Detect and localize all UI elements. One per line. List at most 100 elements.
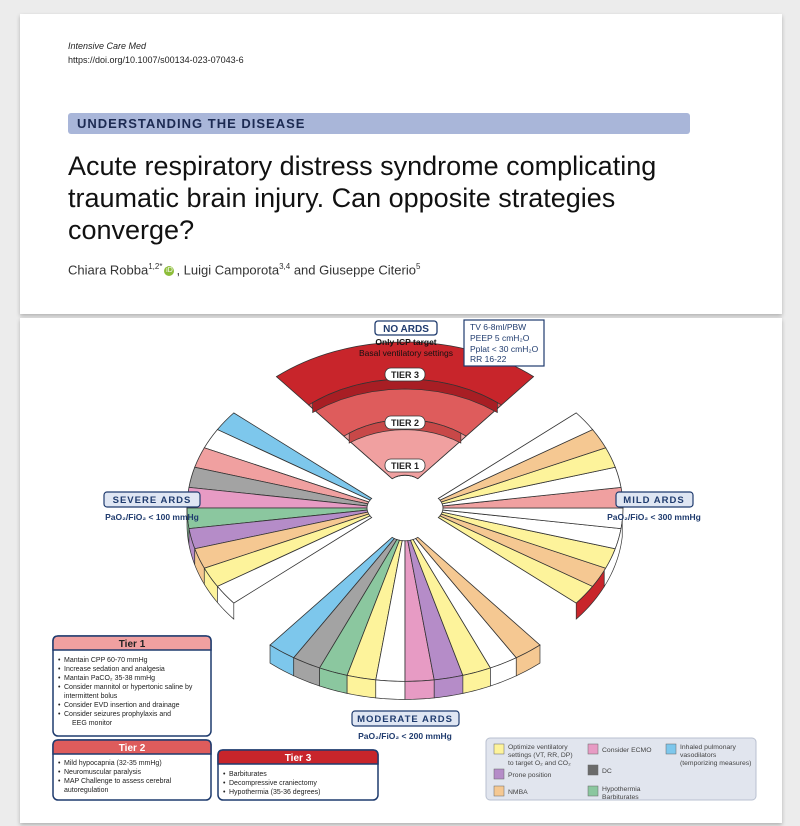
- bullet: •: [58, 769, 61, 776]
- journal-name: Intensive Care Med: [68, 41, 147, 51]
- moderate-ards-wall: [375, 679, 406, 700]
- legend-prone: Prone position: [508, 772, 552, 779]
- bullet: •: [58, 657, 61, 664]
- orcid-icon[interactable]: iD: [164, 265, 175, 276]
- section-banner-text: UNDERSTANDING THE DISEASE: [77, 116, 306, 131]
- tier1-items: •Mantain CPP 60-70 mmHg •Increase sedati…: [58, 657, 193, 727]
- legend-swatch-pink: [587, 743, 599, 755]
- article-header: [20, 14, 782, 314]
- tier1-title: Tier 1: [119, 639, 146, 650]
- mild-ards-criterion: PaO₂/FiO₂ < 300 mmHg: [607, 512, 701, 522]
- legend-swatch-green: [587, 785, 599, 797]
- tier1-item: Consider mannitol or hypertonic saline b…: [64, 684, 193, 691]
- tier2-item: MAP Challenge to assess cerebral: [64, 778, 172, 785]
- no-ards-label: NO ARDS: [383, 324, 429, 335]
- author-name[interactable]: and Giuseppe Citerio: [290, 262, 416, 278]
- legend-swatch-blue: [665, 743, 677, 755]
- bullet: •: [223, 780, 226, 787]
- no-ards-target: Only ICP target: [375, 337, 436, 347]
- moderate-ards-criterion: PaO₂/FiO₂ < 200 mmHg: [358, 731, 452, 741]
- tier2-header: [52, 739, 212, 755]
- tier-label: TIER 3: [391, 370, 419, 380]
- setting-pplat: Pplat < 30 cmH₂O: [470, 344, 539, 354]
- bullet: •: [58, 684, 61, 691]
- tier2-step: [312, 378, 498, 414]
- moderate-ards-badge: [351, 710, 460, 727]
- legend-optimize: settings (VT, RR, DP): [508, 752, 573, 759]
- setting-rr: RR 16-22: [470, 354, 507, 364]
- legend-dc: DC: [602, 768, 612, 775]
- mild-ards-badge: [615, 491, 694, 508]
- author-affiliation: 5: [415, 262, 421, 271]
- legend-items: Optimize ventilatory settings (VT, RR, D…: [493, 743, 751, 801]
- ventilation-settings-box: [463, 319, 545, 367]
- tier1-item: Increase sedation and analgesia: [64, 666, 165, 673]
- tier1-item: Consider EVD insertion and drainage: [64, 702, 180, 709]
- tier3-item: Hypothermia (35-36 degrees): [229, 789, 320, 796]
- setting-peep: PEEP 5 cmH₂O: [470, 333, 530, 343]
- author-name[interactable]: Chiara Robba: [68, 262, 149, 278]
- moderate-ards-label: MODERATE ARDS: [357, 714, 453, 725]
- bullet: •: [58, 702, 61, 709]
- author-list: Chiara Robba1,2*iD, Luigi Camporota3,4 a…: [68, 262, 420, 277]
- legend-optimize: to target O₂ and CO₂: [508, 760, 571, 767]
- tier2-item: autoregulation: [64, 787, 108, 794]
- tier1-item: EEG monitor: [72, 720, 113, 727]
- moderate-ards-wall: [404, 679, 435, 700]
- legend-swatch-gray: [587, 764, 599, 776]
- bullet: •: [58, 778, 61, 785]
- bullet: •: [58, 666, 61, 673]
- tier3-item: Decompressive craniectomy: [229, 780, 317, 787]
- tier3-item: Barbiturates: [229, 771, 267, 778]
- tier1-item: Consider seizures prophylaxis and: [64, 711, 171, 718]
- no-ards-badge: [374, 320, 438, 336]
- tier-badge: [384, 367, 426, 382]
- tier2-item: Neuromuscular paralysis: [64, 769, 142, 776]
- mild-ards-label: MILD ARDS: [623, 495, 684, 506]
- severe-ards-wall: [217, 585, 235, 620]
- author-affiliation: 3,4: [279, 262, 291, 271]
- tier3-items: •Barbiturates •Decompressive craniectomy…: [223, 771, 320, 796]
- mild-ards-segment: [437, 412, 594, 501]
- legend-inhaled: vasodilators: [680, 752, 717, 759]
- bullet: •: [223, 789, 226, 796]
- legend-swatch-purple: [493, 768, 505, 780]
- legend-ecmo: Consider ECMO: [602, 747, 651, 754]
- bullet: •: [58, 675, 61, 682]
- doi-link[interactable]: https://doi.org/10.1007/s00134-023-07043…: [68, 55, 244, 65]
- tier1-item: Mantain PaCO₂ 35-38 mmHg: [64, 675, 155, 682]
- setting-tv: TV 6-8ml/PBW: [470, 322, 526, 332]
- author-affiliation: 1,2*: [148, 262, 163, 271]
- tier1-header: [52, 635, 212, 651]
- legend-swatch-yellow: [493, 743, 505, 755]
- moderate-ards-wall: [515, 644, 541, 677]
- legend-inhaled: (temporizing measures): [680, 760, 751, 767]
- legend-nmba: NMBA: [508, 789, 528, 796]
- bullet: •: [58, 760, 61, 767]
- tier3-header: [217, 749, 379, 765]
- bullet: •: [223, 771, 226, 778]
- tier-label: TIER 2: [391, 418, 419, 428]
- tier1-item: Mantain CPP 60-70 mmHg: [64, 657, 148, 664]
- tier-badge: [384, 458, 426, 473]
- legend-barbiturates: Barbiturates: [602, 794, 639, 801]
- mild-ards-wall: [603, 520, 623, 588]
- article-title: Acute respiratory distress syndrome comp…: [68, 151, 657, 245]
- tier2-items: •Mild hypocapnia (32-35 mmHg) •Neuromusc…: [58, 760, 172, 794]
- legend-inhaled: Inhaled pulmonary: [680, 744, 737, 751]
- tier3-title: Tier 3: [285, 753, 312, 764]
- section-banner: UNDERSTANDING THE DISEASE: [68, 113, 690, 134]
- tier-badge: [384, 415, 426, 430]
- legend-hypothermia: Hypothermia: [602, 786, 641, 793]
- tier-label: TIER 1: [391, 461, 419, 471]
- no-ards-settings: Basal ventilatory settings: [359, 348, 453, 358]
- severe-ards-label: SEVERE ARDS: [113, 495, 192, 506]
- legend-swatch-orange: [493, 785, 505, 797]
- tier1-item: intermittent bolus: [64, 693, 118, 700]
- tier2-item: Mild hypocapnia (32-35 mmHg): [64, 760, 162, 767]
- legend-optimize: Optimize ventilatory: [508, 744, 568, 751]
- author-name[interactable]: , Luigi Camporota: [176, 262, 280, 278]
- legend-box: [485, 737, 757, 801]
